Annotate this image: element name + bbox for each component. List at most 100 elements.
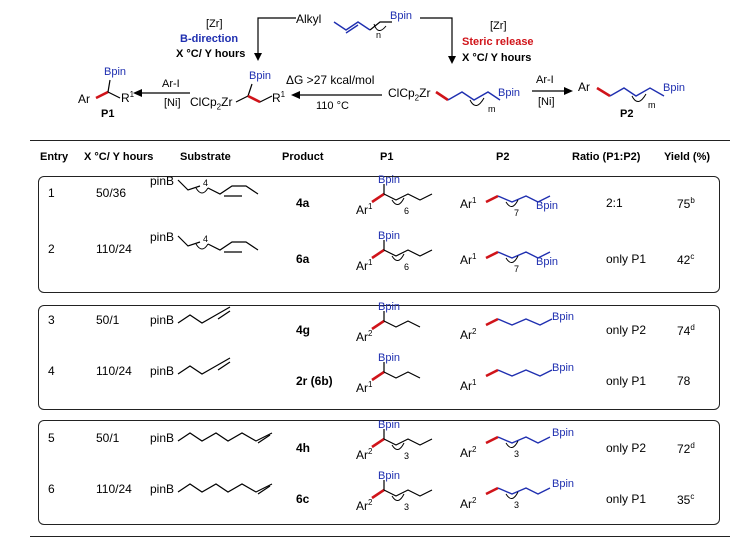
substrate-pinb: pinB [150, 482, 175, 496]
p2-bpin: Bpin [552, 478, 575, 490]
row-structures [177, 429, 551, 450]
p1-bpin: Bpin [378, 230, 401, 242]
row-structures [177, 357, 553, 382]
p2-aryl: Ar2 [460, 496, 477, 511]
substrate-chain [177, 483, 273, 493]
p1-repeat-sub: 3 [404, 502, 410, 512]
yield-cell: 35c [677, 492, 695, 507]
group-box-3 [38, 420, 720, 525]
entry-number: 2 [48, 242, 55, 256]
ratio-cell: only P1 [606, 492, 647, 506]
p2-chain [497, 318, 553, 326]
header-conditions: X °C/ Y hours [84, 151, 154, 163]
p1-repeat-sub: 6 [404, 206, 410, 216]
yield-cell: 74d [677, 323, 695, 338]
p2-ar: Ar [578, 80, 590, 94]
p1-bpin: Bpin [378, 470, 401, 482]
p1-chain [383, 249, 433, 257]
p1-chain [383, 193, 433, 201]
substrate-pinb: pinB [150, 313, 175, 327]
p2-label: P2 [620, 108, 634, 120]
substrate-pinb: pinB [150, 364, 175, 378]
substrate-pinb: pinB [150, 230, 175, 244]
conditions-cell: 50/1 [96, 431, 120, 445]
ni-left: [Ni] [164, 97, 181, 109]
p1-new-bond [371, 192, 385, 204]
product-id: 6a [296, 252, 310, 266]
product-id: 6c [296, 492, 310, 506]
substrate-chain [177, 357, 231, 375]
ratio-cell: only P1 [606, 374, 647, 388]
entry-number: 6 [48, 482, 55, 496]
p1-new-bond [371, 437, 385, 449]
ni-right: [Ni] [538, 96, 555, 108]
conditions-cell: 50/1 [96, 313, 120, 327]
p1-aryl: Ar2 [356, 498, 373, 513]
p2-aryl: Ar1 [460, 252, 477, 267]
p2-bpin: Bpin [552, 362, 575, 374]
p1-ar: Ar [78, 92, 90, 106]
cond-left-label: X °C/ Y hours [176, 48, 246, 60]
p1-aryl: Ar2 [356, 329, 373, 344]
p1-chain [383, 320, 421, 328]
p2-bpin: Bpin [536, 256, 559, 268]
header-product: Product [282, 151, 324, 163]
p1-new-bond [371, 319, 385, 331]
p1-chain [383, 438, 433, 446]
header-p2: P2 [496, 151, 510, 163]
p1-repeat-sub: 6 [404, 262, 410, 272]
ratio-cell: only P1 [606, 252, 647, 266]
product-id: 4h [296, 441, 311, 455]
substrate-pinb: pinB [150, 174, 175, 188]
p2-repeat-sub: 7 [514, 208, 520, 218]
product-id: 4g [296, 323, 311, 337]
substrate-double-bond [217, 310, 231, 320]
p1-bpin: Bpin [378, 301, 401, 313]
left-intermediate-bpin: Bpin [249, 70, 272, 82]
p2-aryl: Ar2 [460, 327, 477, 342]
header-p1: P1 [380, 151, 394, 163]
product-id: 2r (6b) [296, 374, 333, 388]
entry-number: 5 [48, 431, 55, 445]
substrate-double-bond [257, 434, 271, 444]
p1-new-bond [371, 248, 385, 260]
p2-repeat-sub: 3 [514, 449, 520, 459]
p2-new-bond [485, 250, 499, 260]
table-top-rule [30, 140, 730, 141]
yield-cell: 75b [677, 196, 695, 211]
p2-chain [497, 369, 553, 377]
substrate-chain [177, 179, 201, 191]
substrate-alkene [207, 185, 259, 195]
p2-repeat-bracket [505, 255, 519, 263]
p1-aryl: Ar1 [356, 380, 373, 395]
steric-release-label: Steric release [462, 36, 534, 48]
right-intermediate-bpin: Bpin [498, 87, 521, 99]
ari-left: Ar-I [162, 78, 180, 90]
conditions-cell: 110/24 [96, 242, 132, 256]
p2-repeat-bracket [505, 440, 519, 448]
yield-cell: 72d [677, 441, 695, 456]
substrate-repeat-sub: 4 [203, 234, 209, 244]
p1-repeat-sub: 3 [404, 451, 410, 461]
p1-chain [383, 371, 421, 379]
header-substrate: Substrate [180, 151, 231, 163]
conditions-cell: 110/24 [96, 364, 132, 378]
ratio-cell: only P2 [606, 323, 647, 337]
p2-aryl: Ar1 [460, 196, 477, 211]
p1-repeat-bracket [391, 197, 405, 205]
top-n-sub: n [376, 30, 382, 40]
p2-new-bond [485, 368, 499, 378]
cond-right-label: X °C/ Y hours [462, 52, 532, 64]
header-entry: Entry [40, 151, 69, 163]
row-structures [177, 480, 551, 501]
right-zr-intermediate: ClCp2Zr [388, 86, 431, 103]
p1-bpin: Bpin [378, 419, 401, 431]
p1-bpin: Bpin [104, 66, 127, 78]
alkyl-label: Alkyl [296, 12, 322, 26]
p1-chain [383, 489, 433, 497]
entry-number: 3 [48, 313, 55, 327]
substrate-repeat-sub: 4 [203, 178, 209, 188]
left-zr-intermediate: ClCp2Zr [190, 95, 233, 112]
p2-chain [497, 487, 551, 495]
p1-new-bond [371, 370, 385, 382]
